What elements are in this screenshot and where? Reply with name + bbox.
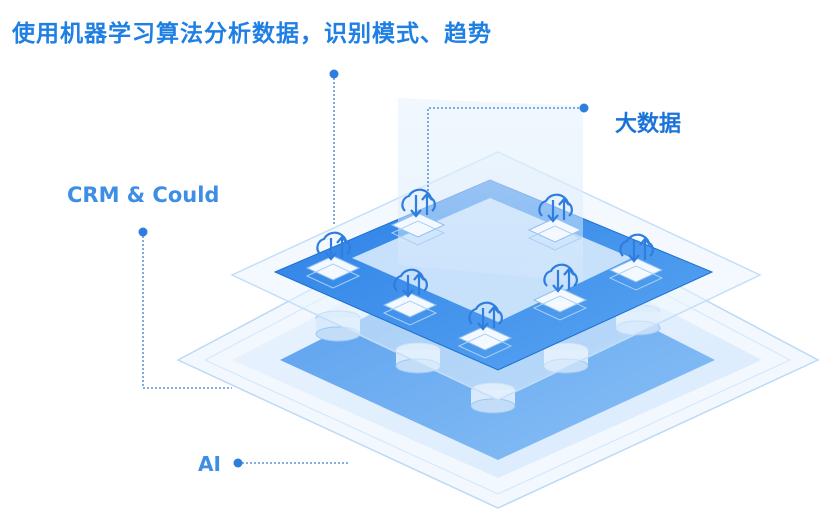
connector-lines <box>142 74 584 464</box>
connector-dot <box>579 103 589 113</box>
label-crm-cloud: CRM & Could <box>67 183 220 207</box>
connector-dot <box>233 458 243 468</box>
cloud-sync-icon <box>608 233 664 291</box>
connector-dot <box>138 227 148 237</box>
cloud-sync-icon <box>382 268 438 326</box>
cloud-sync-icon <box>532 263 588 321</box>
cloud-sync-icon <box>527 193 583 251</box>
label-big-data: 大数据 <box>615 112 682 137</box>
connector-dot <box>329 69 339 79</box>
cloud-sync-icon <box>390 188 446 246</box>
data-beam <box>398 98 583 282</box>
connector-dots <box>138 69 589 468</box>
cloud-node-group <box>305 188 664 359</box>
cloud-sync-icon <box>305 231 361 289</box>
connector-big-data <box>427 107 584 195</box>
label-ai: AI <box>198 452 221 476</box>
cloud-sync-icon <box>457 301 513 359</box>
connector-crm <box>142 232 232 389</box>
headline: 使用机器学习算法分析数据，识别模式、趋势 <box>12 21 492 47</box>
